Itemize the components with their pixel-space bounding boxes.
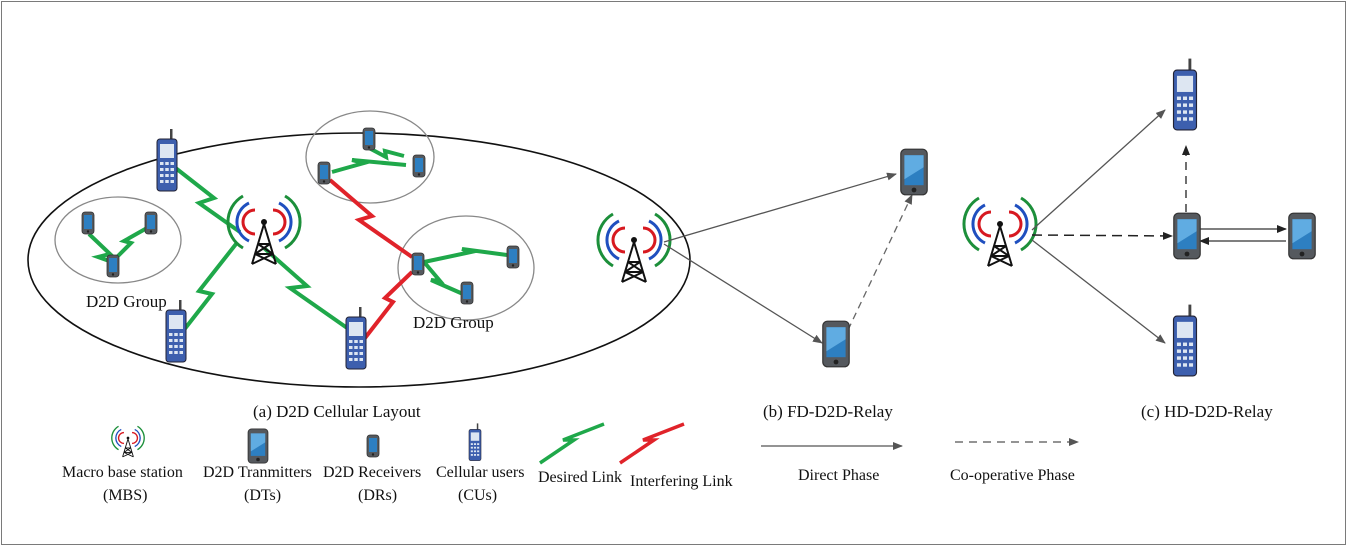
- smartphone-icon: [1288, 212, 1316, 260]
- legend-direct-label: Direct Phase: [798, 467, 879, 484]
- d2d-receiver-icon: [506, 245, 520, 269]
- panel-b-fd-relay: (b) FD-D2D-Relay: [596, 148, 928, 421]
- legend-interfering-link-icon: [619, 422, 685, 465]
- group-label-left: D2D Group: [86, 292, 167, 311]
- legend-cooperative-label: Co-operative Phase: [950, 467, 1075, 484]
- panel-b-caption: (b) FD-D2D-Relay: [763, 402, 893, 421]
- d2d-transmitter-icon: [411, 252, 425, 276]
- panel-c-caption: (c) HD-D2D-Relay: [1141, 402, 1273, 421]
- d2d-group-top: [305, 110, 435, 204]
- cellular-user-icon: [468, 423, 482, 461]
- d2d-receiver-icon: [81, 211, 95, 235]
- macro-base-station-icon: [111, 425, 145, 458]
- d2d-receiver-icon: [362, 127, 376, 151]
- legend-desired-label: Desired Link: [538, 469, 622, 486]
- d2d-transmitter-icon: [106, 254, 120, 278]
- cellular-user-icon: [345, 306, 367, 370]
- smartphone-icon: [822, 320, 850, 368]
- cooperative-link: [847, 194, 913, 331]
- panel-a-cellular-layout: D2D Group D2D Group (a) D2D Cellular Lay…: [27, 110, 691, 421]
- desired-links: [87, 146, 508, 337]
- legend-interfering-label: Interfering Link: [630, 473, 733, 490]
- cellular-user-icon: [165, 299, 187, 363]
- legend-mbs-label: Macro base station: [62, 464, 183, 481]
- cellular-user-icon: [1172, 304, 1198, 377]
- legend-desired-link-icon: [539, 422, 605, 465]
- d2d-receiver-icon: [366, 434, 380, 458]
- direct-link-to-relay: [663, 243, 823, 344]
- macro-base-station-icon: [596, 212, 672, 284]
- smartphone-icon: [1173, 212, 1201, 260]
- legend-mbs-abbr: (MBS): [103, 487, 147, 504]
- direct-link-upper: [1031, 109, 1166, 231]
- smartphone-icon: [900, 148, 928, 196]
- group-label-right: D2D Group: [413, 313, 494, 332]
- d2d-receiver-icon: [460, 281, 474, 305]
- macro-base-station-icon: [226, 194, 302, 266]
- direct-link-to-destination: [663, 172, 897, 243]
- cellular-user-icon: [156, 128, 178, 192]
- legend-cu-abbr: (CUs): [458, 487, 497, 504]
- legend-dt-label: D2D Tranmitters: [203, 464, 312, 481]
- d2d-transmitter-icon: [247, 428, 269, 464]
- d2d-transmitter-icon: [317, 161, 331, 185]
- legend-dr-label: D2D Receivers: [323, 464, 421, 481]
- panel-c-hd-relay: (c) HD-D2D-Relay: [962, 58, 1316, 421]
- legend-cu-label: Cellular users: [436, 464, 524, 481]
- d2d-receiver-icon: [144, 211, 158, 235]
- d2d-receiver-icon: [412, 154, 426, 178]
- legend-dt-abbr: (DTs): [244, 487, 281, 504]
- panel-a-caption: (a) D2D Cellular Layout: [253, 402, 421, 421]
- interfering-links: [328, 178, 414, 340]
- legend-dr-abbr: (DRs): [358, 487, 397, 504]
- cellular-user-icon: [1172, 58, 1198, 131]
- macro-base-station-icon: [962, 196, 1038, 268]
- direct-link-lower: [1031, 239, 1166, 344]
- d2d-group-right: [397, 215, 535, 321]
- legend: Macro base station (MBS) D2D Tranmitters…: [62, 422, 1079, 504]
- d2d-group-left: [54, 196, 182, 284]
- cooperative-link-relay: [1031, 231, 1173, 240]
